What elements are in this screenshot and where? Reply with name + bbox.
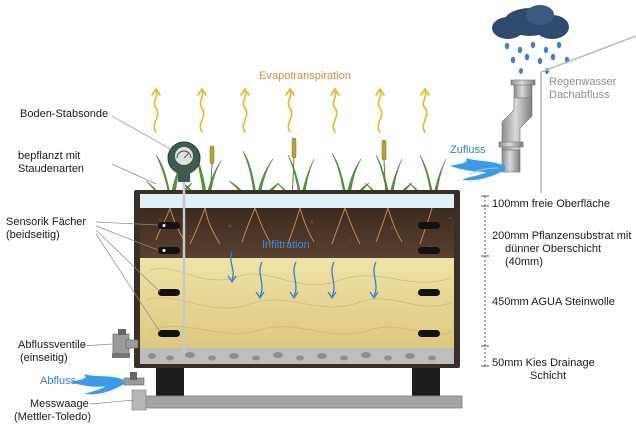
gravel-texture xyxy=(148,352,436,361)
wool-texture xyxy=(145,268,453,335)
planted-label-line2: Staudenarten xyxy=(18,163,85,175)
rain-drops-icon xyxy=(504,41,570,74)
evaporation-arrow xyxy=(330,87,340,133)
layer-2-label-line3: (40mm) xyxy=(505,256,543,268)
layer-4-label-line2: Schicht xyxy=(530,370,567,382)
evaporation-arrow xyxy=(375,87,385,133)
scale-label-line1: Messwaage xyxy=(30,398,89,410)
scale-platform xyxy=(135,395,463,409)
evaporation-arrow xyxy=(285,87,295,133)
sensor-slot xyxy=(158,247,180,254)
container-feet xyxy=(156,368,440,396)
leader-lines xyxy=(81,115,173,405)
rainwater-label-line1: Regenwasser xyxy=(549,76,617,88)
outflow-pipe-icon xyxy=(123,372,145,386)
soil-texture xyxy=(158,216,452,248)
evaporation-arrow xyxy=(151,87,161,133)
sensor-label-line2: (beidseitig) xyxy=(6,229,60,241)
evaporation-arrow xyxy=(240,87,250,133)
soil-probe-label: Boden-Stabsonde xyxy=(20,108,109,120)
sensor-slot xyxy=(158,289,180,296)
sensor-label-line1: Sensorik Fächer xyxy=(6,216,87,228)
building-outline xyxy=(540,35,636,193)
infiltration-arrows xyxy=(227,251,379,300)
inflow-label: Zufluss xyxy=(450,144,486,156)
drain-valve-label-line2: (einseitig) xyxy=(20,352,68,364)
layer-3-label: 450mm AGUA Steinwolle xyxy=(492,296,615,308)
sensor-slot xyxy=(158,330,180,337)
layer-1-label: 100mm freie Oberfläche xyxy=(492,198,610,210)
seed-heads xyxy=(209,137,387,201)
infiltration-label: Infiltration xyxy=(262,239,310,251)
inflow-splash-icon xyxy=(450,158,505,181)
sensor-slot xyxy=(418,289,440,296)
layer-free-surface xyxy=(140,194,454,208)
soil-probe-icon xyxy=(167,141,201,354)
layer-gravel xyxy=(140,348,454,364)
evaporation-arrow xyxy=(197,87,207,133)
layer-4-label-line1: 50mm Kies Drainage xyxy=(492,357,595,369)
scale-label-line2: (Mettler-Toledo) xyxy=(14,411,92,423)
planted-label-line1: bepflanzt mit xyxy=(18,150,81,162)
downpipe-icon xyxy=(498,79,536,173)
evaporation-arrows xyxy=(151,87,430,133)
sensor-slot xyxy=(418,247,440,254)
layer-scale xyxy=(481,195,489,367)
rain-cloud-icon xyxy=(492,5,569,39)
outflow-splash-icon xyxy=(70,374,124,395)
evapotranspiration-label: Evapotranspiration xyxy=(259,70,351,82)
sensor-slot xyxy=(418,222,440,229)
sensor-slot xyxy=(158,222,180,229)
sensor-slots xyxy=(158,222,440,337)
outflow-label: Abfluss xyxy=(40,375,77,387)
evaporation-arrow xyxy=(420,87,430,133)
drain-valve-label-line1: Abflussventile xyxy=(18,339,86,351)
rainwater-label-line2: Dachabfluss xyxy=(549,89,610,101)
sensor-slot xyxy=(418,330,440,337)
layer-2-label-line1: 200mm Pflanzensubstrat mit xyxy=(492,230,632,242)
layer-2-label-line2: dünner Oberschicht xyxy=(505,243,601,255)
